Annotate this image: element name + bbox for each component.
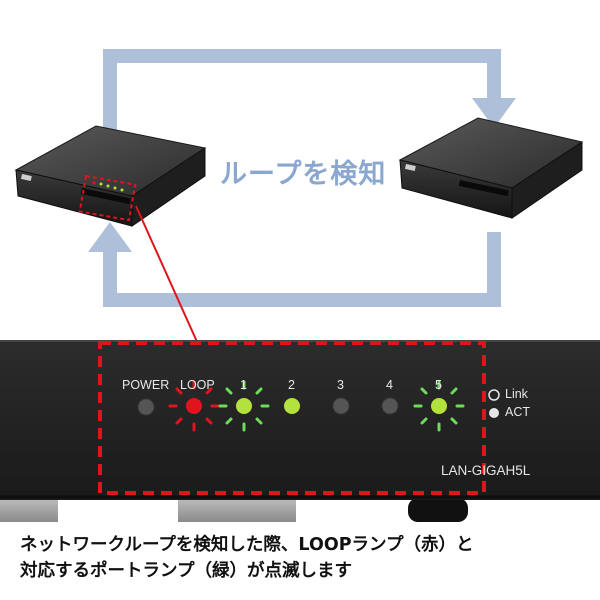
power-label: POWER	[122, 378, 170, 392]
loop-arrows	[88, 49, 516, 307]
arrowhead-up	[88, 222, 132, 252]
port-label-5: 5	[435, 378, 442, 392]
led-port-5-blinking	[413, 380, 465, 432]
port-label-3: 3	[337, 378, 344, 392]
port-label-4: 4	[386, 378, 393, 392]
caption-line-1: ネットワークループを検知した際、LOOPランプ（赤）と	[20, 535, 474, 555]
switch-left	[14, 125, 207, 227]
loop-label: LOOP	[180, 378, 215, 392]
legend-act-label: ACT	[505, 405, 530, 419]
panel-foot-center	[178, 500, 296, 522]
panel-foot-right	[408, 498, 468, 522]
legend-link-circle	[488, 389, 500, 401]
caption: ネットワークループを検知した際、LOOPランプ（赤）と 対応するポートランプ（緑…	[20, 532, 590, 584]
panel-foot-left	[0, 500, 58, 522]
loop-detected-label: ループを検知	[220, 159, 387, 190]
arrowhead-down	[472, 98, 516, 128]
caption-line-2: 対応するポートランプ（緑）が点滅します	[20, 561, 352, 581]
led-port-1-blinking	[218, 380, 270, 432]
port-label-2: 2	[288, 378, 295, 392]
led-power	[137, 398, 155, 416]
led-port-3	[332, 397, 350, 415]
led-port-4	[381, 397, 399, 415]
highlight-frame	[98, 341, 486, 495]
model-name: LAN-GIGAH5L	[441, 463, 531, 478]
callout-line	[135, 205, 199, 345]
port-label-1: 1	[240, 378, 247, 392]
legend-link-label: Link	[505, 387, 528, 401]
switch-right	[398, 117, 584, 219]
led-port-2	[284, 398, 300, 414]
loop-arrow-bottom	[103, 232, 501, 307]
legend-act-circle	[489, 408, 499, 418]
led-loop-blinking	[168, 380, 220, 432]
loop-arrow-top	[103, 49, 501, 150]
